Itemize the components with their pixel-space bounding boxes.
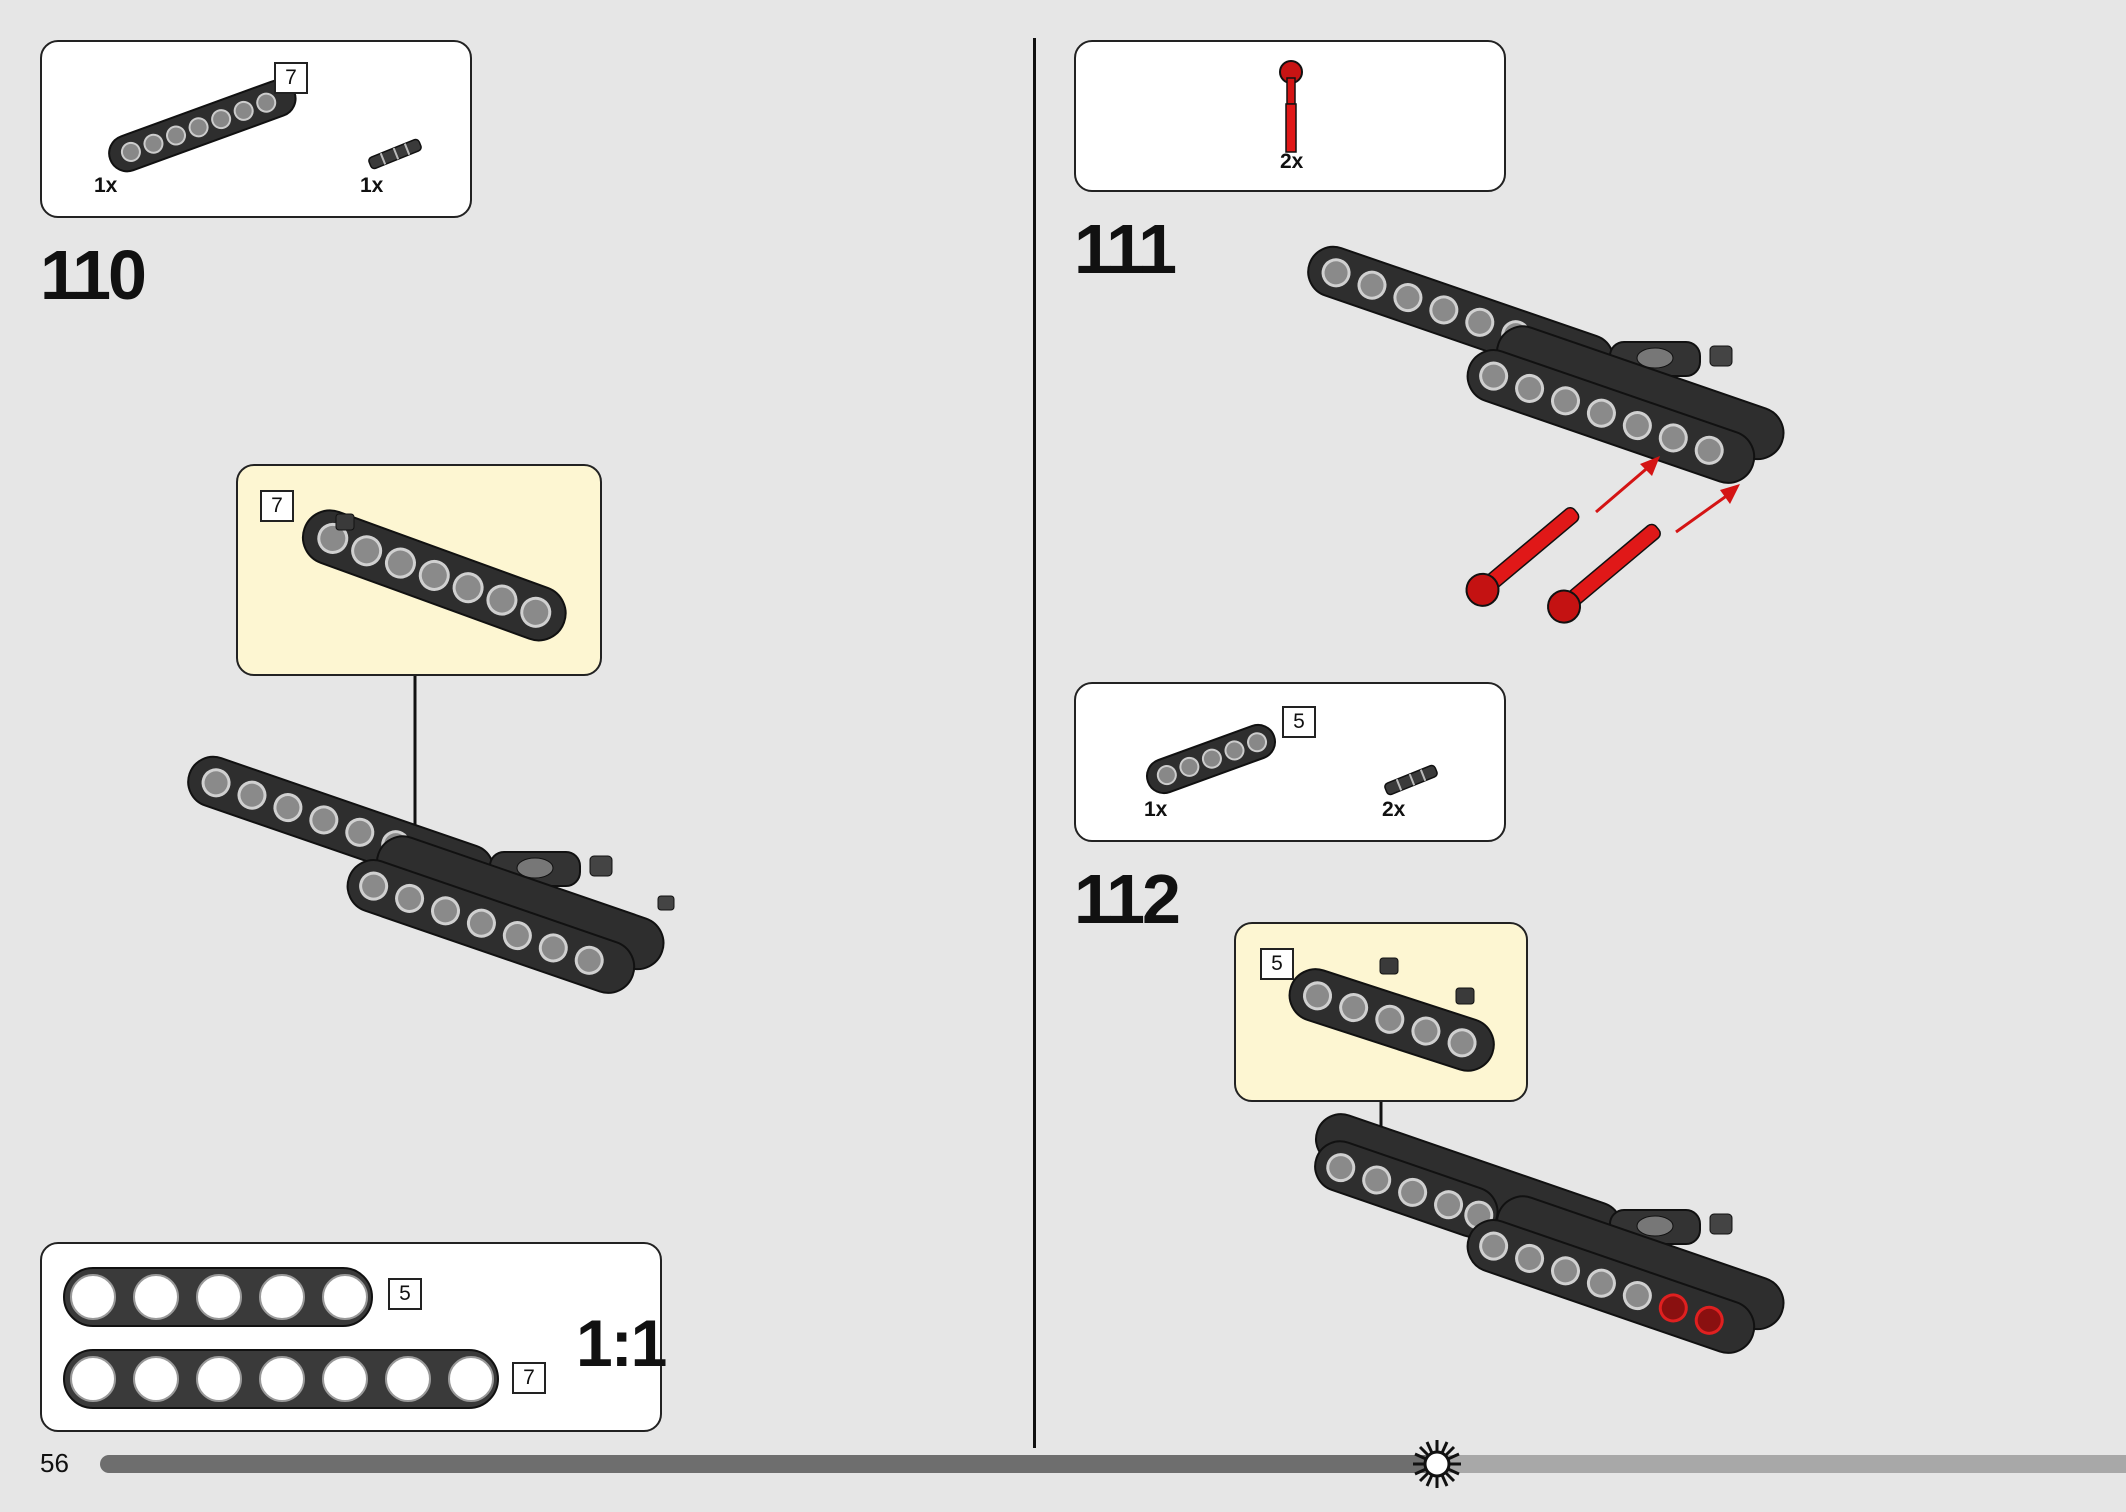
step-110-model-image (187, 755, 675, 994)
beam-5-scale-icon (63, 1267, 373, 1327)
beam-7-subassembly-icon (301, 509, 567, 642)
beam-7-scale-icon (63, 1349, 499, 1409)
step-112-callout: 5 (1234, 922, 1528, 1102)
length-indicator: 5 (388, 1278, 422, 1310)
step-111-parts-list: 2x (1074, 40, 1506, 192)
length-indicator: 7 (512, 1362, 546, 1394)
quantity-label: 1x (1144, 798, 1168, 821)
step-number: 110 (40, 236, 147, 314)
red-axle-pin-icon (1279, 60, 1303, 153)
page-number: 56 (40, 1448, 69, 1478)
axle-pin-icon (368, 138, 422, 170)
beam-5-icon (1146, 723, 1276, 795)
scale-reference-box: 5 7 1:1 (40, 1242, 667, 1432)
step-112-model-image (1314, 1113, 1785, 1354)
length-indicator: 7 (274, 62, 308, 94)
quantity-label: 2x (1280, 150, 1304, 173)
step-number: 112 (1074, 860, 1181, 938)
step-110-callout: 7 (236, 464, 602, 676)
axle-pin-icon (1384, 764, 1438, 796)
length-indicator: 5 (1260, 948, 1294, 980)
step-112-parts-list: 5 1x 2x (1074, 682, 1506, 842)
step-111-model-image (1307, 245, 1785, 624)
step-110-parts-list: 7 1x 1x (40, 40, 472, 218)
length-indicator: 7 (260, 490, 294, 522)
quantity-label: 1x (360, 174, 384, 197)
beam-7-icon (108, 79, 297, 173)
quantity-label: 2x (1382, 798, 1406, 821)
scale-label: 1:1 (576, 1306, 667, 1380)
progress-sun-icon (1413, 1440, 1462, 1488)
progress-fill (100, 1455, 1438, 1473)
progress-bar (100, 1455, 2126, 1473)
page-divider (1033, 38, 1036, 1448)
beam-5-subassembly-icon (1288, 957, 1495, 1072)
step-number: 111 (1074, 210, 1177, 288)
quantity-label: 1x (94, 174, 118, 197)
length-indicator: 5 (1282, 706, 1316, 738)
